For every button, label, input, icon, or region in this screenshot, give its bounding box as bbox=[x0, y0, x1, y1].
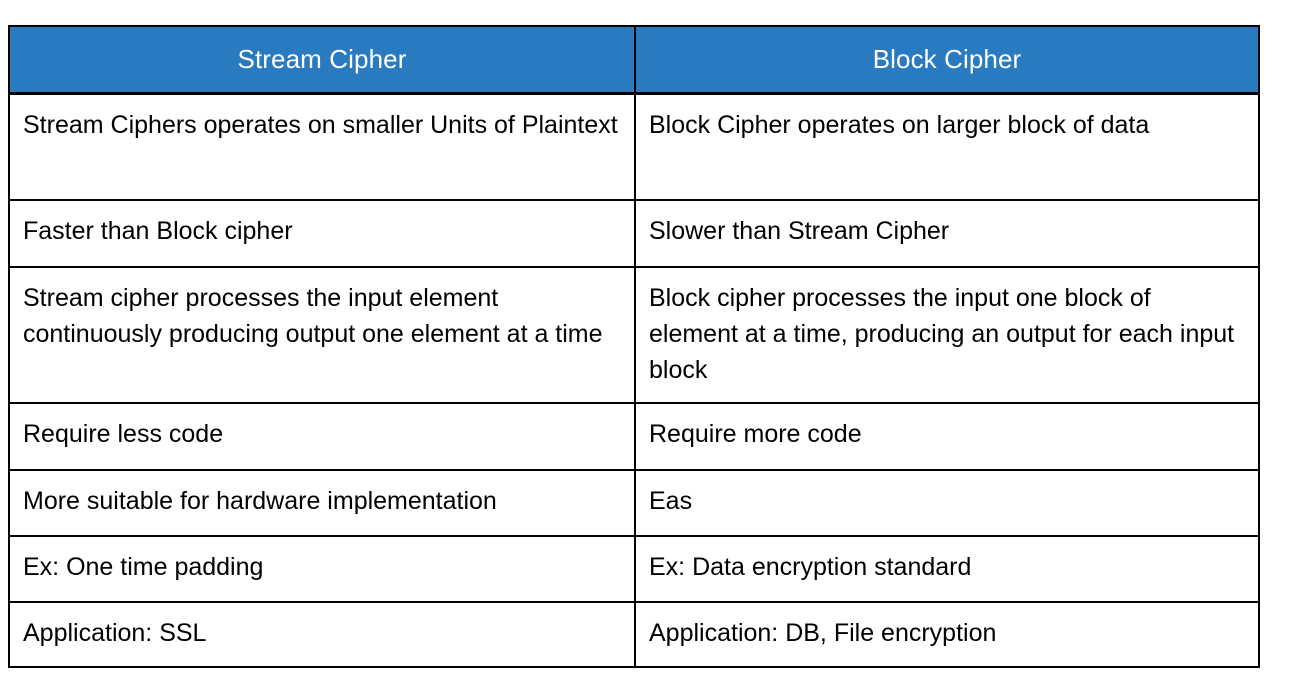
table-header-row: Stream Cipher Block Cipher bbox=[8, 25, 1260, 95]
table-row: Stream cipher processes the input elemen… bbox=[8, 265, 1260, 404]
cell-stream-3: Stream cipher processes the input elemen… bbox=[8, 265, 636, 404]
table-row: More suitable for hardware implementatio… bbox=[8, 468, 1260, 537]
cell-text: Ex: Data encryption standard bbox=[649, 552, 972, 581]
cell-block-2: Slower than Stream Cipher bbox=[634, 198, 1260, 268]
cell-text: Stream Ciphers operates on smaller Units… bbox=[23, 111, 618, 139]
cell-text: More suitable for hardware implementatio… bbox=[23, 486, 497, 515]
cell-stream-1: Stream Ciphers operates on smaller Units… bbox=[8, 92, 636, 201]
column-header-stream-cipher: Stream Cipher bbox=[8, 25, 636, 95]
cell-text: Application: DB, File encryption bbox=[649, 618, 997, 647]
table-header: Stream Cipher Block Cipher bbox=[8, 25, 1260, 95]
cell-block-7: Application: DB, File encryption bbox=[634, 600, 1260, 668]
table-row: Ex: One time padding Ex: Data encryption… bbox=[8, 534, 1260, 603]
cell-block-1: Block Cipher operates on larger block of… bbox=[634, 92, 1260, 201]
cell-text: Application: SSL bbox=[23, 618, 207, 647]
cell-text: Require more code bbox=[649, 419, 862, 448]
cell-text: Stream cipher processes the input elemen… bbox=[23, 283, 603, 348]
table-row: Require less code Require more code bbox=[8, 401, 1260, 471]
cell-text: Ex: One time padding bbox=[23, 552, 264, 581]
column-header-block-cipher: Block Cipher bbox=[634, 25, 1260, 95]
cell-text: Slower than Stream Cipher bbox=[649, 216, 950, 245]
cell-stream-2: Faster than Block cipher bbox=[8, 198, 636, 268]
cell-block-6: Ex: Data encryption standard bbox=[634, 534, 1260, 603]
cell-block-5: Eas bbox=[634, 468, 1260, 537]
cell-block-4: Require more code bbox=[634, 401, 1260, 471]
cell-text: Faster than Block cipher bbox=[23, 216, 293, 245]
table-row: Application: SSL Application: DB, File e… bbox=[8, 600, 1260, 668]
cell-text: Block Cipher operates on larger block of… bbox=[649, 111, 1150, 139]
cipher-comparison-table: Stream Cipher Block Cipher Stream Cipher… bbox=[8, 25, 1260, 668]
table-body: Stream Ciphers operates on smaller Units… bbox=[8, 92, 1260, 668]
cell-stream-7: Application: SSL bbox=[8, 600, 636, 668]
cell-text: Require less code bbox=[23, 419, 224, 448]
cell-stream-4: Require less code bbox=[8, 401, 636, 471]
cell-text: Block cipher processes the input one blo… bbox=[649, 283, 1235, 384]
table-row: Stream Ciphers operates on smaller Units… bbox=[8, 92, 1260, 201]
table-row: Faster than Block cipher Slower than Str… bbox=[8, 198, 1260, 268]
cell-text: Eas bbox=[649, 486, 693, 515]
cell-stream-5: More suitable for hardware implementatio… bbox=[8, 468, 636, 537]
cell-stream-6: Ex: One time padding bbox=[8, 534, 636, 603]
cell-block-3: Block cipher processes the input one blo… bbox=[634, 265, 1260, 404]
